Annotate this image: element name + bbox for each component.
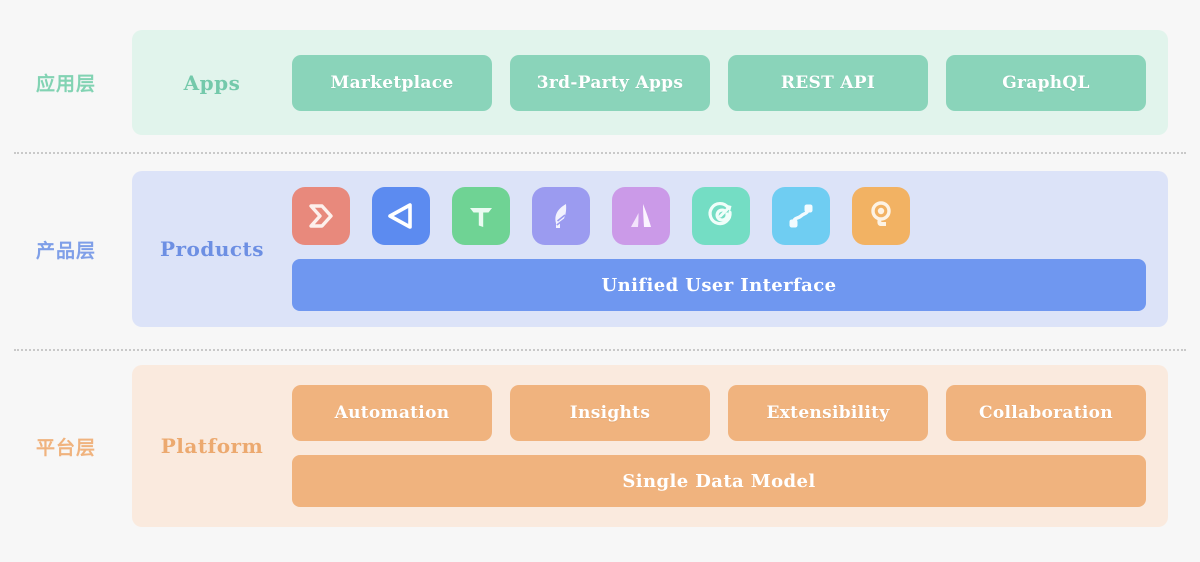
unified-user-interface-bar[interactable]: Unified User Interface (292, 259, 1146, 311)
platform-chip-collaboration[interactable]: Collaboration (946, 385, 1146, 441)
apps-band-title: Apps (183, 70, 241, 95)
apps-band-body: Marketplace 3rd-Party Apps REST API Grap… (292, 54, 1168, 111)
platform-side-label: 平台层 (35, 436, 96, 459)
apps-chip-rest-api[interactable]: REST API (728, 54, 928, 111)
target-arrow-icon[interactable] (692, 187, 750, 245)
mountain-a-icon[interactable] (612, 187, 670, 245)
workflow-curve-icon[interactable] (772, 187, 830, 245)
platform-chip-extensibility[interactable]: Extensibility (728, 385, 928, 441)
platform-band: Platform Automation Insights Extensibili… (132, 365, 1168, 527)
apps-band: Apps Marketplace 3rd-Party Apps REST API… (132, 30, 1168, 135)
platform-layer-row: 平台层 Platform Automation Insights Extensi… (0, 365, 1200, 527)
product-icon-row (292, 187, 1146, 245)
layer-divider-bottom (14, 349, 1186, 351)
feather-icon[interactable] (532, 187, 590, 245)
apps-chip-marketplace[interactable]: Marketplace (292, 54, 492, 111)
platform-chip-automation[interactable]: Automation (292, 385, 492, 441)
letter-t-icon[interactable] (452, 187, 510, 245)
platform-chip-insights[interactable]: Insights (510, 385, 710, 441)
platform-chip-row: Automation Insights Extensibility Collab… (292, 385, 1146, 441)
products-band-body: Unified User Interface (292, 187, 1168, 311)
products-layer-row: 产品层 Products (0, 171, 1200, 327)
platform-band-title: Platform (160, 434, 264, 458)
apps-side-label: 应用层 (35, 73, 96, 95)
platform-band-body: Automation Insights Extensibility Collab… (292, 385, 1168, 507)
apps-chip-graphql[interactable]: GraphQL (946, 54, 1146, 111)
single-data-model-bar[interactable]: Single Data Model (292, 455, 1146, 507)
apps-layer-row: 应用层 Apps Marketplace 3rd-Party Apps REST… (0, 30, 1200, 135)
products-side-label: 产品层 (35, 239, 96, 262)
person-pin-icon[interactable] (852, 187, 910, 245)
triangle-left-icon[interactable] (372, 187, 430, 245)
apps-chip-third-party-apps[interactable]: 3rd-Party Apps (510, 54, 710, 111)
products-band: Products (132, 171, 1168, 327)
apps-chip-row: Marketplace 3rd-Party Apps REST API Grap… (292, 54, 1146, 111)
layer-divider-top (14, 152, 1186, 154)
products-band-title: Products (159, 237, 265, 261)
chevron-arrow-icon[interactable] (292, 187, 350, 245)
